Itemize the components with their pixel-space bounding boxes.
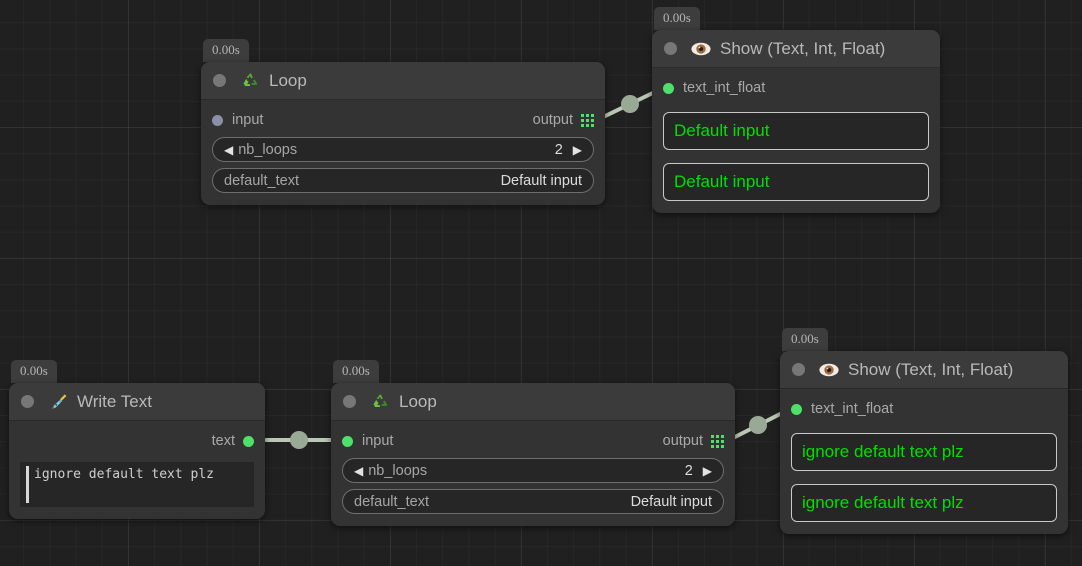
timing-badge-show-top: 0.00s [654, 7, 700, 30]
field-label: nb_loops [368, 462, 428, 479]
eye-icon [691, 39, 711, 59]
node-body: text_int_float ignore default text plz i… [780, 389, 1068, 534]
node-show-top[interactable]: Show (Text, Int, Float) text_int_float D… [652, 30, 940, 213]
input-port-dot[interactable] [212, 114, 223, 126]
node-body: text_int_float Default input Default inp… [652, 68, 940, 213]
eye-icon [819, 360, 839, 380]
node-header[interactable]: Loop [201, 62, 605, 100]
output-port-dot[interactable] [243, 435, 254, 447]
wire-knot[interactable] [749, 416, 767, 434]
node-loop-top[interactable]: Loop input output ◀ nb_loops 2 ▶ default… [201, 62, 605, 205]
display-value-box: ignore default text plz [791, 484, 1057, 522]
port-row-io: input output [212, 109, 594, 131]
collapse-toggle-dot[interactable] [21, 395, 34, 408]
stepper-decrement-icon[interactable]: ◀ [354, 463, 364, 478]
collapse-toggle-dot[interactable] [792, 363, 805, 376]
field-label: nb_loops [238, 141, 298, 158]
input-port-label: input [362, 433, 394, 449]
output-port-label: text [211, 433, 235, 449]
node-title: Show (Text, Int, Float) [848, 359, 1014, 379]
stepper-decrement-icon[interactable]: ◀ [224, 142, 234, 157]
timing-badge-write-text: 0.00s [11, 360, 57, 383]
output-port-label: output [662, 433, 703, 449]
field-value[interactable]: Default input [500, 172, 582, 189]
port-row-input: text_int_float [663, 77, 929, 99]
input-port-dot[interactable] [663, 82, 674, 94]
node-header[interactable]: Show (Text, Int, Float) [652, 30, 940, 68]
write-text-textarea[interactable]: ignore default text plz [20, 462, 254, 507]
field-label: default_text [354, 493, 429, 510]
node-loop-bottom[interactable]: Loop input output ◀ nb_loops 2 ▶ default… [331, 383, 735, 526]
stepper-increment-icon[interactable]: ▶ [572, 142, 582, 157]
field-value[interactable]: Default input [630, 493, 712, 510]
node-title: Show (Text, Int, Float) [720, 38, 886, 58]
field-value[interactable]: 2 [684, 462, 693, 479]
recycle-icon [240, 71, 260, 91]
input-port-dot[interactable] [342, 435, 353, 447]
node-write-text[interactable]: Write Text text ignore default text plz [9, 383, 265, 519]
port-row-input: text_int_float [791, 398, 1057, 420]
node-header[interactable]: Show (Text, Int, Float) [780, 351, 1068, 389]
field-value[interactable]: 2 [554, 141, 563, 158]
timing-badge-show-bottom: 0.00s [782, 328, 828, 351]
wire-knot[interactable] [290, 431, 308, 449]
input-port-label: text_int_float [811, 401, 894, 417]
textarea-value[interactable]: ignore default text plz [34, 467, 215, 482]
output-port-grid-icon[interactable] [581, 113, 594, 127]
collapse-toggle-dot[interactable] [664, 42, 677, 55]
display-value-box: ignore default text plz [791, 433, 1057, 471]
field-default-text[interactable]: default_text Default input [342, 489, 724, 514]
pen-nib-icon [48, 392, 68, 412]
node-show-bottom[interactable]: Show (Text, Int, Float) text_int_float i… [780, 351, 1068, 534]
field-nb-loops-stepper[interactable]: ◀ nb_loops 2 ▶ [342, 458, 724, 483]
port-row-output: text [20, 430, 254, 452]
node-body: input output ◀ nb_loops 2 ▶ default_text… [331, 421, 735, 526]
node-header[interactable]: Write Text [9, 383, 265, 421]
output-port-label: output [532, 112, 573, 128]
display-value-box: Default input [663, 112, 929, 150]
timing-badge-loop-bottom: 0.00s [333, 360, 379, 383]
node-title: Loop [269, 70, 307, 90]
timing-badge-loop-top: 0.00s [203, 39, 249, 62]
recycle-icon [370, 392, 390, 412]
display-value-box: Default input [663, 163, 929, 201]
input-port-dot[interactable] [791, 403, 802, 415]
node-header[interactable]: Loop [331, 383, 735, 421]
port-row-io: input output [342, 430, 724, 452]
node-title: Write Text [77, 391, 152, 411]
output-port-grid-icon[interactable] [711, 434, 724, 448]
field-label: default_text [224, 172, 299, 189]
collapse-toggle-dot[interactable] [343, 395, 356, 408]
stepper-increment-icon[interactable]: ▶ [702, 463, 712, 478]
node-body: text ignore default text plz [9, 421, 265, 519]
text-caret [26, 466, 29, 503]
input-port-label: input [232, 112, 264, 128]
input-port-label: text_int_float [683, 80, 766, 96]
node-body: input output ◀ nb_loops 2 ▶ default_text… [201, 100, 605, 205]
node-title: Loop [399, 391, 437, 411]
field-default-text[interactable]: default_text Default input [212, 168, 594, 193]
wire-knot[interactable] [621, 95, 639, 113]
field-nb-loops-stepper[interactable]: ◀ nb_loops 2 ▶ [212, 137, 594, 162]
collapse-toggle-dot[interactable] [213, 74, 226, 87]
